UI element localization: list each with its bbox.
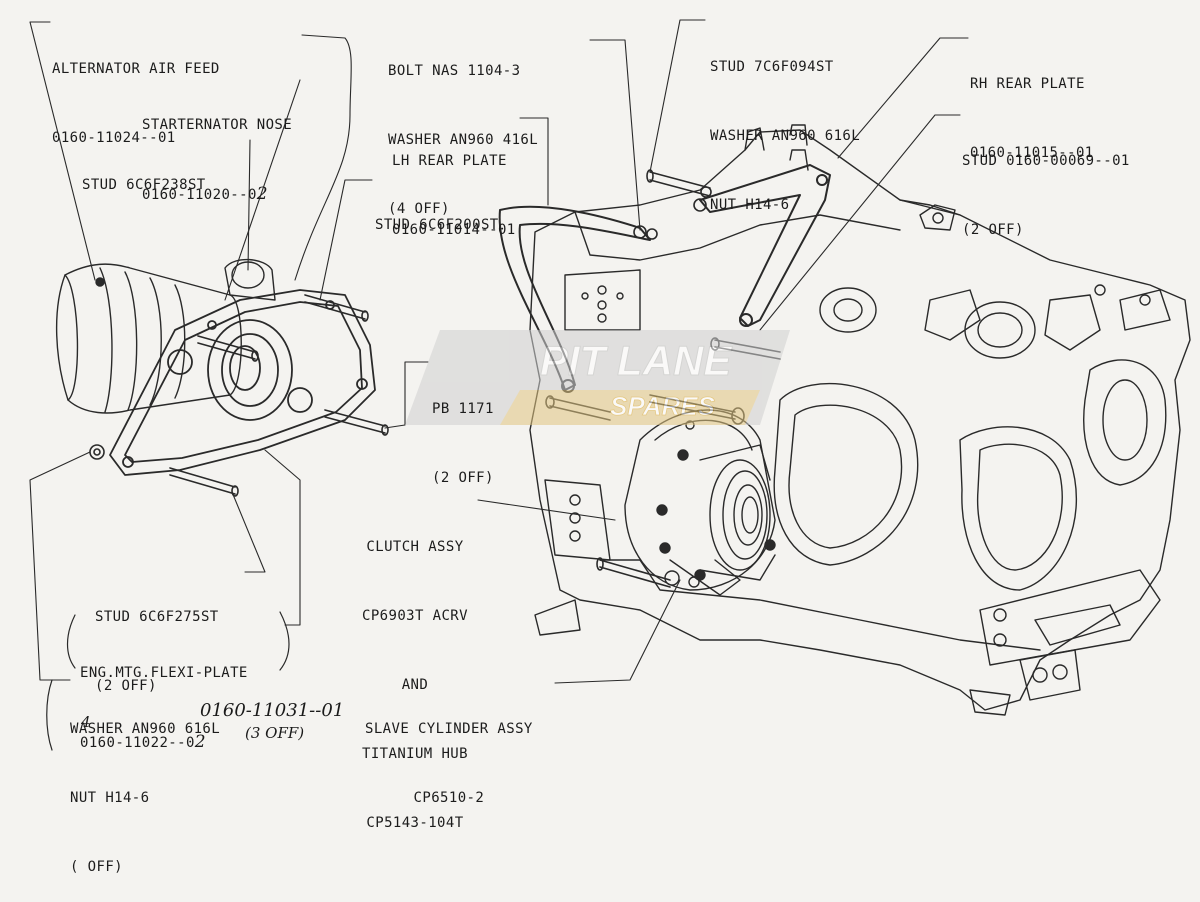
label-stud-275: STUD 6C6F275ST (2 OFF) <box>95 560 219 721</box>
label-text: BOLT NAS 1104-3 <box>388 63 521 79</box>
label-text: 0160-11022--02 <box>80 732 206 752</box>
label-text: CLUTCH ASSY <box>366 539 464 555</box>
label-bolt-nas: BOLT NAS 1104-3 WASHER AN960 416L (4 OFF… <box>388 14 538 244</box>
label-stud-0160: STUD 0160-00069--01 (2 OFF) <box>962 104 1130 265</box>
label-stud-200: STUD 6C6F200ST <box>375 168 499 260</box>
label-text: CP6903T ACRV <box>362 608 468 624</box>
label-text: STUD 6C6F275ST <box>95 609 219 625</box>
label-text: STUD 7C6F094ST <box>710 59 834 75</box>
exploded-drawing: PIT LANE SPARES <box>29 19 1191 751</box>
label-pb-1171: PB 1171 (2 OFF) <box>432 352 494 513</box>
label-alternator-air-feed: ALTERNATOR AIR FEED 0160-11024--01 <box>52 12 220 173</box>
label-text: ALTERNATOR AIR FEED <box>52 61 220 77</box>
handwritten-part-number: 0160-11031--01 <box>200 700 345 721</box>
flexi-plate <box>109 289 376 476</box>
label-text: STUD 6C6F238ST <box>82 177 206 193</box>
leader-lines <box>29 19 969 684</box>
label-washer-nut: WASHER AN960 616L NUT H14-6 ( OFF) <box>70 672 220 902</box>
rear-plates <box>498 164 831 393</box>
label-text: (2 OFF) <box>95 678 157 694</box>
label-text: CP6510-2 <box>413 790 485 806</box>
handwritten-qty-note: (3 OFF) <box>245 724 305 742</box>
label-text: (2 OFF) <box>432 470 494 486</box>
label-stud-7c: STUD 7C6F094ST WASHER AN960 616L NUT H14… <box>710 10 860 240</box>
label-text: SLAVE CYLINDER ASSY <box>365 721 533 737</box>
handwritten-revision: 2 <box>194 732 206 752</box>
label-text: 0160-11015--01 <box>970 145 1094 161</box>
engine-block <box>529 124 1191 716</box>
label-text: RH REAR PLATE <box>970 76 1085 92</box>
label-clutch-assy: CLUTCH ASSY CP6903T ACRV AND TITANIUM HU… <box>362 490 468 858</box>
label-text: (4 OFF) <box>388 201 450 217</box>
label-text: ( OFF) <box>70 859 123 875</box>
label-text: WASHER AN960 616L <box>710 128 861 144</box>
label-text: (2 OFF) <box>962 222 1024 238</box>
label-flexi-plate: ENG.MTG.FLEXI-PLATE 0160-11022--02 <box>80 616 248 778</box>
clutch-assembly <box>624 409 776 596</box>
label-text: 0160-11014--01 <box>392 222 516 238</box>
label-text: WASHER AN960 416L <box>388 132 539 148</box>
label-text: STARTERNATOR NOSE <box>142 117 293 133</box>
label-stud-238: STUD 6C6F238ST <box>82 128 206 220</box>
label-text: STUD 6C6F200ST <box>375 217 499 233</box>
diagram-stage: PIT LANE SPARES ALTERNATOR AIR FEED 0160… <box>29 10 1191 875</box>
label-starternator-nose: STARTERNATOR NOSE 0160-11020--02 <box>142 68 292 230</box>
handwritten-qty: 4 <box>81 713 91 731</box>
watermark: PIT LANE SPARES <box>405 330 790 425</box>
watermark-line1: PIT LANE <box>540 337 733 384</box>
handwritten-revision: 2 <box>256 184 268 204</box>
label-rh-rear-plate: RH REAR PLATE 0160-11015--01 <box>970 27 1094 188</box>
bracket-marks <box>46 611 290 751</box>
label-text: AND <box>401 677 429 693</box>
label-lh-rear-plate: LH REAR PLATE 0160-11014--01 <box>392 104 516 265</box>
label-text: 0160-11020--02 <box>142 184 268 204</box>
label-text: WASHER AN960 616L <box>70 721 221 737</box>
label-text: STUD 0160-00069--01 <box>962 153 1130 169</box>
label-text: LH REAR PLATE <box>392 153 507 169</box>
label-text: NUT H14-6 <box>710 197 790 213</box>
label-text: PB 1171 <box>432 401 494 417</box>
label-slave-cylinder: SLAVE CYLINDER ASSY CP6510-2 <box>365 672 533 833</box>
label-text: 0160-11024--01 <box>52 130 176 146</box>
label-text: ENG.MTG.FLEXI-PLATE <box>80 665 248 681</box>
label-text: NUT H14-6 <box>70 790 150 806</box>
watermark-line2: SPARES <box>610 391 716 421</box>
